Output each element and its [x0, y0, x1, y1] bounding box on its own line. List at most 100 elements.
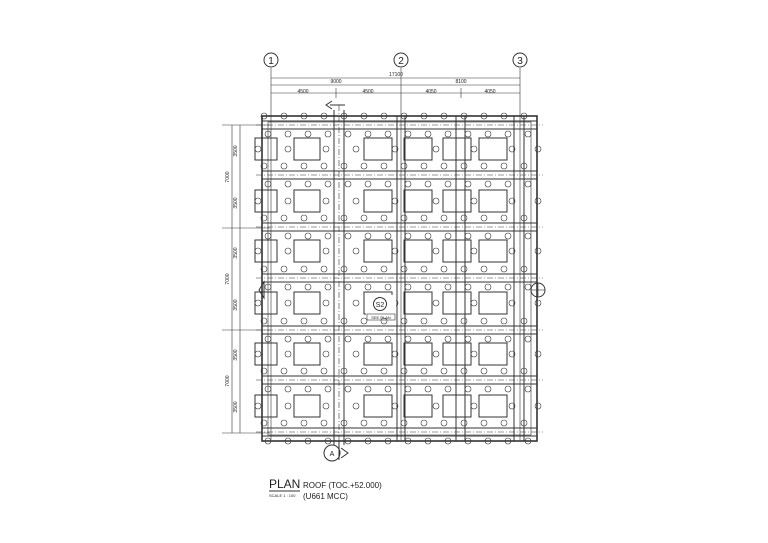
pile-circle	[500, 214, 508, 222]
pile-circle	[400, 214, 408, 222]
pile-circle	[324, 180, 332, 188]
pile-circle	[508, 299, 516, 307]
opening-bay	[442, 239, 472, 263]
pile-circle	[470, 350, 478, 358]
pile-circle	[440, 419, 448, 427]
pile-circle	[391, 197, 399, 205]
pile-circle	[444, 335, 452, 343]
pile-circle	[384, 180, 392, 188]
dim-major-2: 8100	[455, 79, 466, 85]
pile-circle	[344, 335, 352, 343]
pile-circle	[284, 385, 292, 393]
pile-circle	[404, 283, 412, 291]
dim-minor-3: 4050	[425, 89, 436, 95]
pile-circle	[420, 367, 428, 375]
pile-circle	[460, 112, 468, 120]
pile-circle	[260, 214, 268, 222]
pile-circle	[500, 367, 508, 375]
pile-circle	[470, 299, 478, 307]
pile-circle	[470, 402, 478, 410]
pile-circle	[322, 145, 330, 153]
pile-circle	[380, 214, 388, 222]
pile-circle	[254, 299, 262, 307]
pile-circle	[420, 162, 428, 170]
pile-circle	[324, 283, 332, 291]
pile-circle	[300, 317, 308, 325]
opening-bay	[254, 239, 278, 263]
pile-circle	[432, 145, 440, 153]
pile-circle	[364, 180, 372, 188]
pile-circle	[320, 419, 328, 427]
pile-circle	[432, 350, 440, 358]
pile-circle	[260, 317, 268, 325]
pile-circle	[264, 283, 272, 291]
pile-circle	[534, 247, 542, 255]
pile-circle	[391, 145, 399, 153]
plan-mark-sub: SEE PLAN	[371, 315, 391, 320]
pile-circle	[534, 145, 542, 153]
pile-circle	[280, 162, 288, 170]
pile-circle	[424, 180, 432, 188]
pile-circle	[260, 265, 268, 273]
pile-circle	[424, 335, 432, 343]
pile-circle	[264, 180, 272, 188]
pile-circle	[364, 335, 372, 343]
pile-circle	[400, 367, 408, 375]
dim-left-major-3: 7000	[225, 375, 231, 386]
pile-circle	[360, 317, 368, 325]
pile-circle	[280, 317, 288, 325]
pile-circle	[352, 197, 360, 205]
opening-bay	[403, 239, 433, 263]
pile-circle	[404, 335, 412, 343]
pile-circle	[322, 197, 330, 205]
section-mark-right	[530, 282, 546, 298]
pile-circle	[420, 419, 428, 427]
pile-circle	[504, 130, 512, 138]
pile-circle	[424, 283, 432, 291]
plan-mark-label: S2	[376, 302, 385, 309]
grid-axis-1: 1	[263, 52, 279, 68]
pile-circle	[360, 367, 368, 375]
pile-circle	[322, 299, 330, 307]
opening-bay	[478, 394, 508, 418]
pile-circle	[391, 402, 399, 410]
pile-circle	[320, 367, 328, 375]
top-dimensions: 17100 9000 8100 4500 4500 4050 4050	[270, 68, 521, 440]
pile-circle	[504, 437, 512, 445]
pile-circle	[380, 112, 388, 120]
pile-circle	[404, 180, 412, 188]
pile-circle	[484, 180, 492, 188]
pile-circle	[424, 232, 432, 240]
pile-circle	[264, 130, 272, 138]
pile-circle	[464, 385, 472, 393]
pile-circle	[384, 335, 392, 343]
pile-circle	[444, 130, 452, 138]
pile-circle	[284, 437, 292, 445]
pile-circle	[470, 247, 478, 255]
plan-mark: S2 SEE PLAN	[366, 295, 396, 321]
pile-circle	[360, 162, 368, 170]
plan-inner-outline	[267, 121, 532, 436]
pile-circle	[440, 214, 448, 222]
pile-circle	[464, 283, 472, 291]
pile-circle	[524, 437, 532, 445]
pile-circle	[500, 419, 508, 427]
opening-bay	[403, 291, 433, 315]
pile-circles	[254, 112, 542, 445]
pile-circle	[534, 299, 542, 307]
pile-circle	[500, 265, 508, 273]
pile-circle	[464, 180, 472, 188]
pile-circle	[508, 350, 516, 358]
pile-circle	[420, 112, 428, 120]
pile-circle	[360, 419, 368, 427]
pile-circle	[260, 112, 268, 120]
pile-circle	[391, 247, 399, 255]
pile-circle	[480, 419, 488, 427]
pile-circle	[284, 299, 292, 307]
pile-circle	[480, 367, 488, 375]
pile-circle	[300, 265, 308, 273]
dim-left-minor-2: 3500	[233, 197, 239, 208]
pile-circle	[320, 112, 328, 120]
pile-circle	[440, 162, 448, 170]
pile-circle	[464, 130, 472, 138]
